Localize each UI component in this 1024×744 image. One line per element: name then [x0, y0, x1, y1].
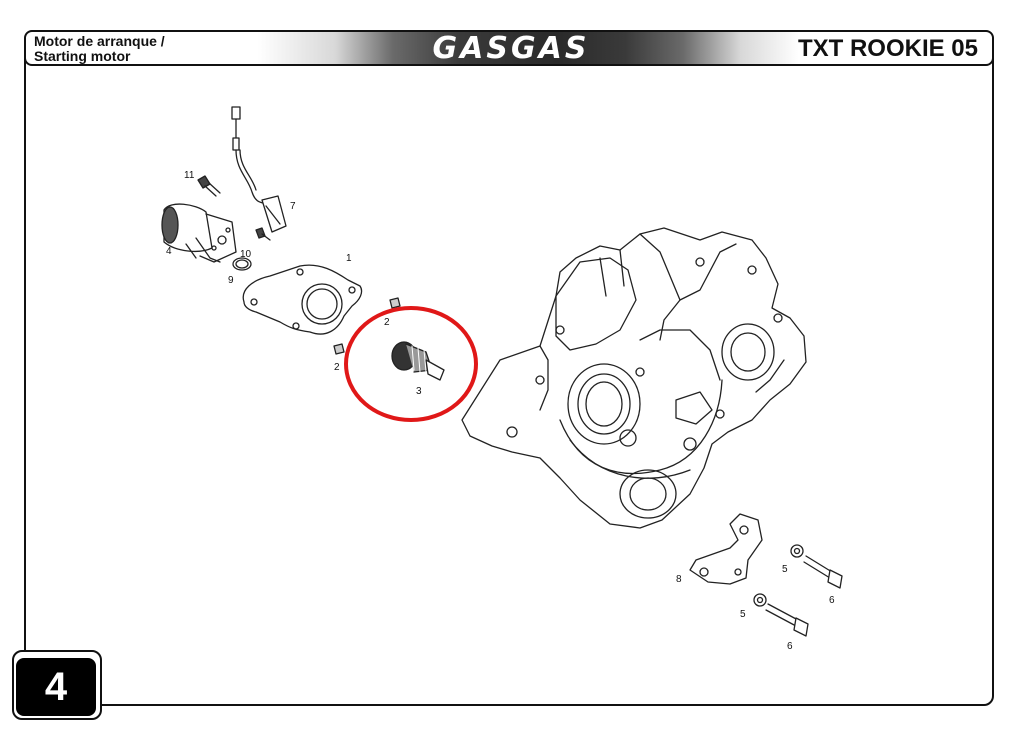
callout-2a: 2	[384, 317, 390, 328]
callout-9: 9	[228, 275, 234, 286]
bolt-part-11	[197, 175, 221, 197]
brand-logo: GASGAS	[432, 31, 590, 66]
callout-5b: 5	[740, 609, 746, 620]
callout-5a: 5	[782, 564, 788, 575]
section-title-line1: Motor de arranque /	[34, 33, 165, 49]
model-name: TXT ROOKIE 05	[797, 35, 978, 62]
callout-8: 8	[676, 574, 682, 585]
callout-3: 3	[416, 386, 422, 397]
starter-motor-part-4	[161, 203, 237, 263]
callout-2b: 2	[334, 362, 340, 373]
bracket-part-8	[689, 513, 763, 585]
callout-4: 4	[166, 246, 172, 257]
callout-10: 10	[240, 249, 252, 260]
callout-6a: 6	[829, 595, 835, 606]
highlight-circle	[344, 306, 478, 422]
section-title: Motor de arranque / Starting motor	[34, 34, 165, 64]
callout-6b: 6	[787, 641, 793, 652]
o-ring-part-9	[232, 257, 252, 271]
starter-gear-part-3	[391, 341, 445, 381]
screw-part-10	[255, 227, 271, 241]
crankcase	[461, 227, 807, 529]
dowel-pin-part-2b	[333, 343, 345, 355]
page-number: 4	[16, 658, 96, 716]
section-title-line2: Starting motor	[34, 48, 131, 64]
header-bar: Motor de arranque / Starting motor GASGA…	[24, 30, 994, 66]
cover-part-1	[242, 264, 363, 335]
callout-1: 1	[346, 253, 352, 264]
callout-11: 11	[184, 170, 195, 181]
washer-bolt-set-upper	[790, 544, 843, 589]
washer-bolt-set-lower	[753, 593, 809, 637]
cable-part-7	[231, 106, 287, 233]
callout-7: 7	[290, 201, 296, 212]
dowel-pin-part-2a	[389, 297, 401, 309]
